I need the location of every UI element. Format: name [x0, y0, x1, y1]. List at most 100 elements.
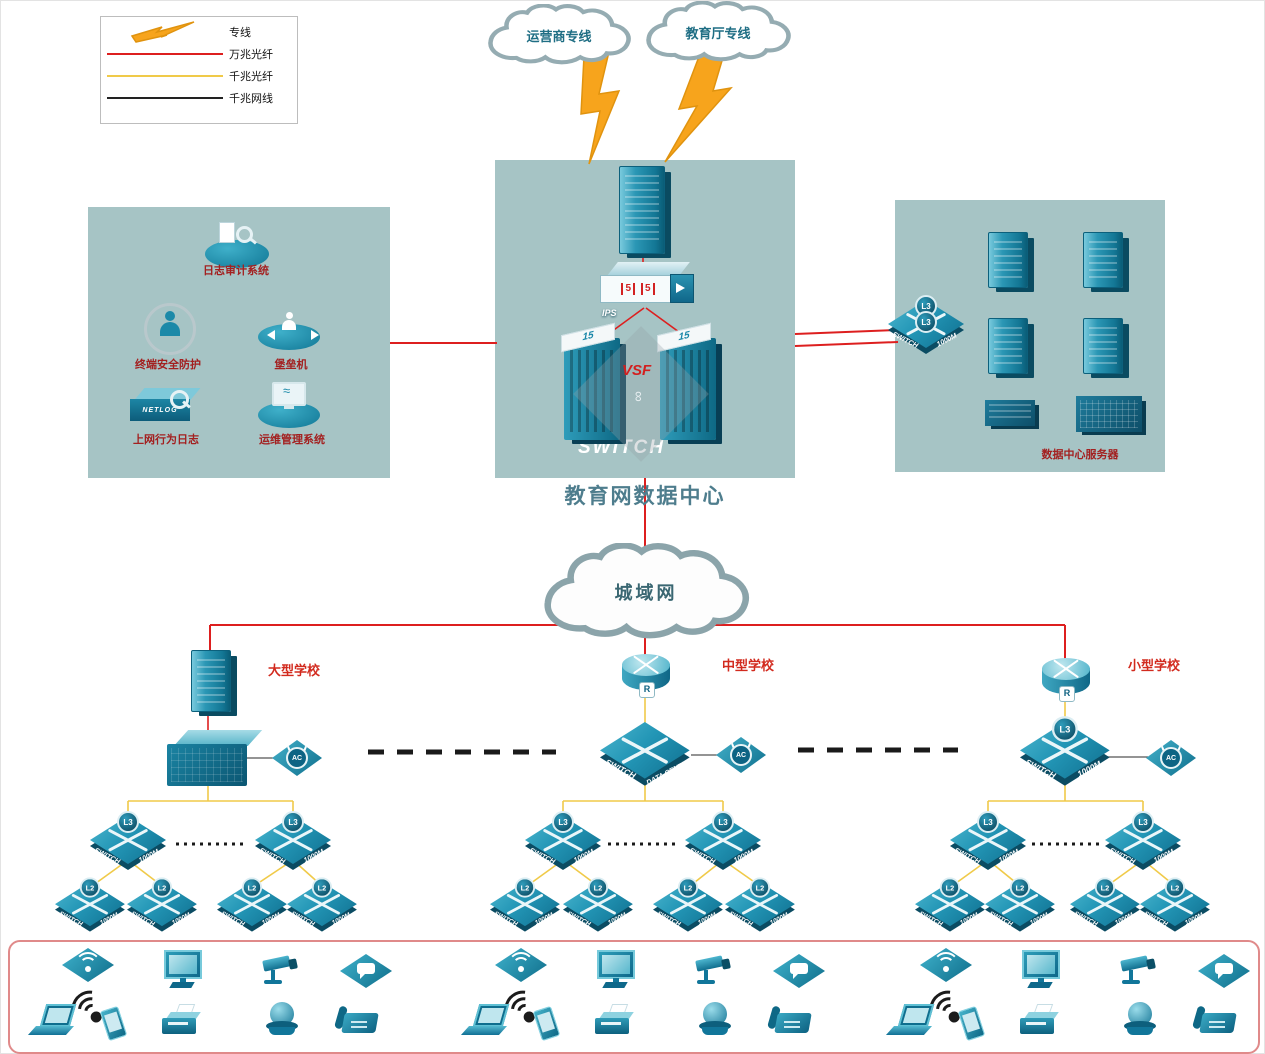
terminal-security-icon [144, 303, 214, 355]
legend-label: 千兆光纤 [229, 71, 273, 83]
l3-access-switch: L3 SWITCH 1000M [90, 811, 166, 872]
l2-access-switch: L2 SWITCH 1000M [915, 877, 985, 934]
l3-access-switch: L3 SWITCH 1000M [685, 811, 761, 872]
yellow-line-sample [107, 75, 223, 77]
l3-access-switch: L3 SWITCH 1000M [1105, 811, 1181, 872]
man-cloud-label: 城域网 [614, 583, 678, 603]
medium-school-label: 中型学校 [722, 658, 775, 673]
l3-badge: L3 [1051, 716, 1078, 743]
rack-server [1076, 396, 1142, 432]
ips-label: IPS [602, 308, 617, 318]
server-zone-label: 数据中心服务器 [1041, 449, 1119, 461]
left-arrow-icon [262, 330, 275, 340]
legend-item-1g-cable: 千兆网线 [101, 87, 297, 109]
layer-badge: L3 [282, 811, 304, 833]
core-switch-chassis-left: 15 [561, 322, 620, 440]
person-icon [160, 311, 180, 341]
ips-module-logo: 5 [621, 283, 635, 295]
laptop-icon [27, 1004, 77, 1038]
rack-server [985, 400, 1035, 426]
black-line-sample [107, 97, 223, 99]
datacenter-title: 教育网数据中心 [564, 485, 726, 508]
large-school-core-device [167, 730, 263, 788]
l3-access-switch: L3 SWITCH 1000M [525, 811, 601, 872]
l2-access-switch: L2 SWITCH 1000M [287, 877, 357, 934]
legend-label: 千兆网线 [229, 93, 273, 105]
medium-school-router: R [622, 654, 670, 698]
endpoint-group [880, 942, 1265, 1050]
education-cloud-label: 教育厅专线 [685, 25, 751, 41]
messaging-device-icon [340, 954, 392, 988]
server-tower [988, 232, 1028, 288]
layer-badge: L3 [552, 811, 574, 833]
l2-access-switch: L2 SWITCH 1000M [217, 877, 287, 934]
legend-item-dedicated-line: 专线 [101, 21, 297, 43]
l2-access-switch: L2 SWITCH 1000M [563, 877, 633, 934]
fax-phone-icon [766, 1005, 813, 1040]
legend-label: 专线 [229, 27, 251, 39]
layer-badge: L3 [1132, 811, 1154, 833]
lightning-bolt-right [664, 53, 733, 163]
smartphone-icon [98, 1005, 128, 1042]
layer-badge: L3 [977, 811, 999, 833]
large-school-ac-controller: AC [272, 740, 322, 776]
legend: 专线 万兆光纤 千兆光纤 千兆网线 [100, 16, 298, 124]
ac-badge: AC [730, 744, 752, 766]
l2-access-switch: L2 SWITCH 1000M [985, 877, 1055, 934]
layer-badge: L2 [587, 877, 609, 898]
layer-badge: L2 [514, 877, 536, 898]
lightning-icon [101, 19, 229, 45]
router-badge: R [1059, 686, 1075, 702]
large-school-label: 大型学校 [268, 663, 321, 678]
server-tower [1083, 318, 1123, 374]
desktop-monitor-icon [593, 950, 637, 990]
l2-access-switch: L2 SWITCH 1000M [1140, 877, 1210, 934]
ac-badge: AC [286, 747, 308, 769]
ops-monitor-icon [258, 382, 328, 434]
small-school-label: 小型学校 [1128, 658, 1181, 673]
layer-badge: L2 [79, 877, 101, 898]
switch-watermark: SWITCH [578, 437, 665, 458]
medium-school-ac-controller: AC [716, 737, 766, 773]
desktop-monitor-icon [160, 950, 204, 990]
ips-arrow-icon [670, 274, 694, 303]
server-tower [988, 318, 1028, 374]
router-badge: R [639, 682, 655, 698]
small-school-router: R [1042, 658, 1090, 702]
endpoint-group [455, 942, 885, 1050]
l3-access-switch: L3 SWITCH 1000M [255, 811, 331, 872]
smartphone-icon [531, 1005, 561, 1042]
netlog-box-icon: NETLOG [130, 388, 201, 438]
fax-phone-icon [1191, 1005, 1238, 1040]
messaging-device-icon [1198, 954, 1250, 988]
layer-badge: L3 [117, 811, 139, 833]
l2-access-switch: L2 SWITCH 1000M [490, 877, 560, 934]
bastion-host-label: 堡垒机 [274, 359, 308, 371]
red-line-sample [107, 53, 223, 55]
bastion-host-icon [258, 312, 328, 364]
small-school-ac-controller: AC [1146, 740, 1196, 776]
log-audit-icon [203, 222, 273, 276]
ips-module-logo: 5 [641, 283, 655, 295]
l3-access-switch: L3 SWITCH 1000M [950, 811, 1026, 872]
cctv-camera-icon [689, 952, 733, 988]
l2-access-switch: L2 SWITCH 1000M [653, 877, 723, 934]
ops-management-label: 运维管理系统 [259, 434, 325, 446]
wireless-ap-icon [495, 948, 547, 982]
layer-badge: L2 [939, 877, 961, 898]
server-tower [1083, 232, 1123, 288]
datacenter-firewall-tower [619, 166, 665, 254]
operator-cloud-label: 运营商专线 [526, 28, 592, 44]
terminal-security-label: 终端安全防护 [135, 359, 201, 371]
endpoint-group [22, 942, 452, 1050]
l2-access-switch: L2 SWITCH 1000M [725, 877, 795, 934]
layer-badge: L2 [677, 877, 699, 898]
vsf-chain-icon: ∞ [629, 391, 647, 402]
layer-badge: L2 [1009, 877, 1031, 898]
log-audit-label: 日志审计系统 [203, 265, 269, 277]
education-line-cloud: 教育厅专线 [641, 1, 795, 63]
dome-camera-icon [695, 1000, 735, 1038]
smartphone-icon [956, 1005, 986, 1042]
large-school-gateway-tower [191, 650, 231, 712]
